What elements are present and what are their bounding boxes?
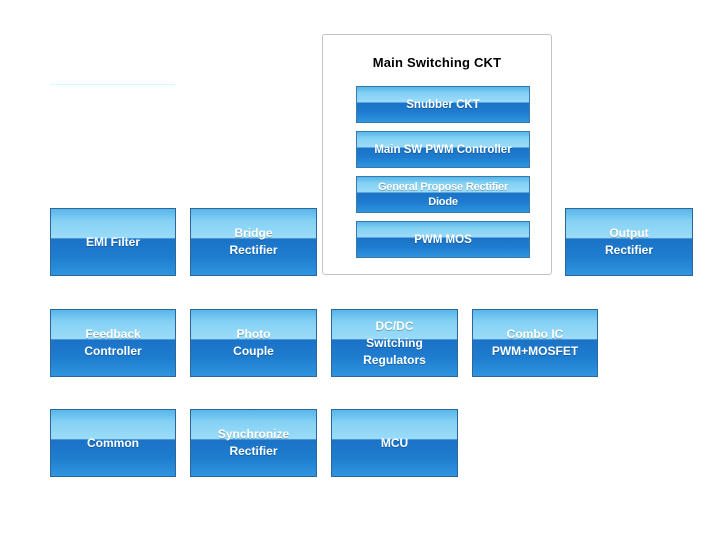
block-main-sw-pwm-controller[interactable]: Main SW PWM Controller [356,131,530,168]
block-combo-ic-pwm-mosfet[interactable]: Combo IC PWM+MOSFET [472,309,598,377]
group-title: Main Switching CKT [372,55,502,70]
block-emi-filter[interactable]: EMI Filter [50,208,176,276]
block-dcdc-switching-regulators[interactable]: DC/DC Switching Regulators [331,309,458,377]
block-snubber-ckt[interactable]: Snubber CKT [356,86,530,123]
block-pwm-mos[interactable]: PWM MOS [356,221,530,258]
block-common[interactable]: Common [50,409,176,477]
decorative-rule [50,84,175,85]
block-feedback-controller[interactable]: Feedback Controller [50,309,176,377]
block-synchronize-rectifier[interactable]: Synchronize Rectifier [190,409,317,477]
block-general-propose-rectifier-diode[interactable]: General Propose Rectifier Diode [356,176,530,213]
block-photo-couple[interactable]: Photo Couple [190,309,317,377]
block-output-rectifier[interactable]: Output Rectifier [565,208,693,276]
block-bridge-rectifier[interactable]: Bridge Rectifier [190,208,317,276]
block-mcu[interactable]: MCU [331,409,458,477]
